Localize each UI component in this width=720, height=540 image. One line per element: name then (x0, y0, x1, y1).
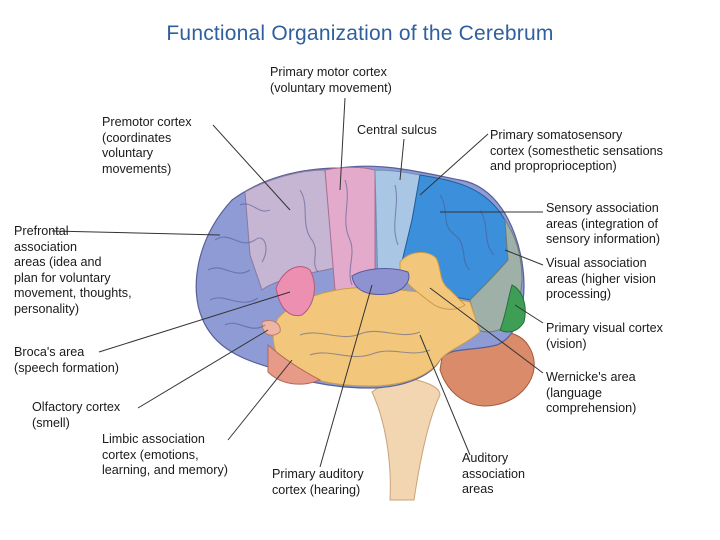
leader-lines (51, 97, 544, 468)
label-primary-visual-cortex: Primary visual cortex (vision) (546, 321, 663, 351)
label-primary-motor-cortex: Primary motor cortex (voluntary movement… (270, 65, 392, 95)
diagram-title: Functional Organization of the Cerebrum (166, 22, 554, 45)
wernicke-region (399, 252, 466, 310)
broca-region (275, 266, 315, 317)
label-premotor-cortex: Premotor cortex (coordinates voluntary m… (102, 115, 192, 176)
label-primary-somatosensory-cortex: Primary somatosensory cortex (somestheti… (490, 128, 663, 173)
label-primary-auditory-cortex: Primary auditory cortex (hearing) (272, 467, 364, 497)
label-sensory-association-areas: Sensory association areas (integration o… (546, 201, 661, 246)
brain-stem (371, 374, 441, 501)
label-olfactory-cortex: Olfactory cortex (smell) (32, 400, 121, 430)
label-brocas-area: Broca's area (speech formation) (14, 345, 119, 375)
primary-visual-region (499, 284, 526, 333)
label-prefrontal-association-areas: Prefrontal association areas (idea and p… (14, 224, 132, 316)
gyri-texture (207, 179, 495, 358)
label-limbic-association-cortex: Limbic association cortex (emotions, lea… (102, 432, 228, 477)
olfactory-region (261, 319, 281, 336)
label-wernickes-area: Wernicke's area (language comprehension) (546, 370, 637, 415)
primary-auditory-region (351, 268, 410, 295)
label-central-sulcus: Central sulcus (357, 123, 437, 137)
label-auditory-association-areas: Auditory association areas (462, 451, 526, 496)
label-visual-association-areas: Visual association areas (higher vision … (546, 256, 656, 301)
